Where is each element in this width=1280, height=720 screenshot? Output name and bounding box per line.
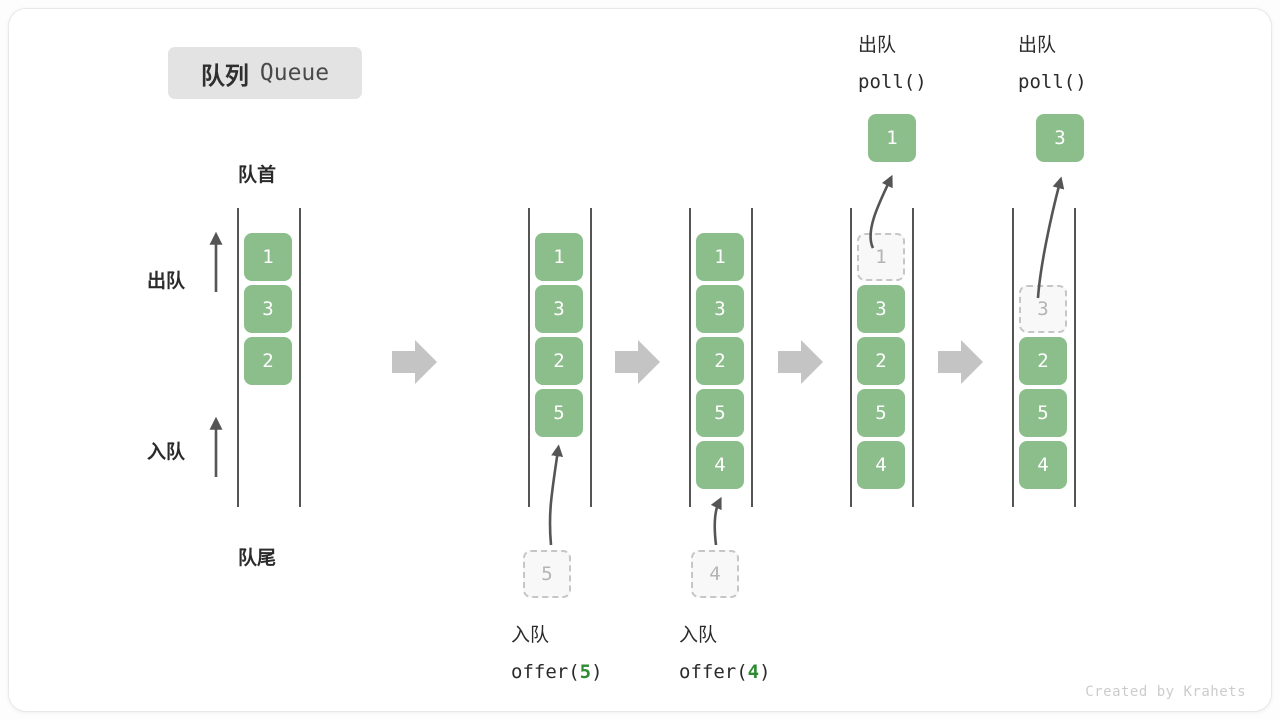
- queue-rail-left-c3: [689, 208, 691, 507]
- queue-rail-right-c2: [590, 208, 592, 507]
- queue-outgoing-ghost-c4: 1: [857, 233, 905, 281]
- op-c2-close: ): [591, 661, 603, 683]
- label-queue-head: 队首: [238, 165, 277, 186]
- queue-outgoing-ghost-c5: 3: [1019, 285, 1067, 333]
- queue-item-c2-1: 3: [535, 285, 583, 333]
- queue-rail-right-c3: [751, 208, 753, 507]
- queue-item-c4-0: 3: [857, 285, 905, 333]
- label-queue-tail: 队尾: [238, 548, 277, 569]
- queue-incoming-ghost-c2: 5: [523, 550, 571, 598]
- queue-popped-item-c4: 1: [868, 114, 916, 162]
- op-c3-arg: 4: [747, 661, 760, 683]
- queue-item-c2-0: 1: [535, 233, 583, 281]
- queue-incoming-ghost-c3: 4: [691, 550, 739, 598]
- queue-item-c4-1: 2: [857, 337, 905, 385]
- queue-item-c3-3: 5: [696, 389, 744, 437]
- queue-item-c5-2: 4: [1019, 441, 1067, 489]
- op-caption-c4: 出队 poll(): [858, 28, 927, 100]
- op-c3-close: ): [759, 661, 771, 683]
- op-caption-c5: 出队 poll(): [1018, 28, 1087, 100]
- queue-item-c5-0: 2: [1019, 337, 1067, 385]
- queue-item-c3-1: 3: [696, 285, 744, 333]
- op-caption-c3: 入队 offer(4): [679, 618, 771, 690]
- label-enqueue-direction: 入队: [147, 442, 186, 463]
- queue-item-c3-0: 1: [696, 233, 744, 281]
- queue-item-c2-2: 2: [535, 337, 583, 385]
- queue-rail-right-c4: [912, 208, 914, 507]
- title-chinese: 队列: [200, 62, 249, 90]
- op-caption-c5-cn: 出队: [1018, 35, 1057, 56]
- op-caption-c2-cn: 入队: [511, 625, 550, 646]
- diagram-card: [8, 8, 1272, 712]
- queue-item-c3-2: 2: [696, 337, 744, 385]
- op-caption-c2: 入队 offer(5): [511, 618, 603, 690]
- op-c3-fn: offer(: [679, 661, 748, 683]
- op-c2-arg: 5: [579, 661, 592, 683]
- title-english: Queue: [259, 60, 330, 86]
- op-caption-c4-code: poll(): [858, 71, 927, 93]
- queue-item-c4-3: 4: [857, 441, 905, 489]
- op-caption-c4-cn: 出队: [858, 35, 897, 56]
- queue-rail-left-c5: [1012, 208, 1014, 507]
- queue-popped-item-c5: 3: [1036, 114, 1084, 162]
- queue-rail-right-c5: [1074, 208, 1076, 507]
- credit-text: Created by Krahets: [1085, 684, 1246, 700]
- label-dequeue-direction: 出队: [147, 271, 186, 292]
- queue-item-c5-1: 5: [1019, 389, 1067, 437]
- queue-item-c4-2: 5: [857, 389, 905, 437]
- queue-rail-left-c4: [850, 208, 852, 507]
- op-caption-c2-code: offer(5): [511, 654, 603, 690]
- queue-item-c3-4: 4: [696, 441, 744, 489]
- op-caption-c5-code: poll(): [1018, 71, 1087, 93]
- queue-rail-left-c1: [237, 208, 239, 507]
- queue-item-c2-3: 5: [535, 389, 583, 437]
- queue-item-c1-1: 3: [244, 285, 292, 333]
- queue-rail-left-c2: [528, 208, 530, 507]
- op-c2-fn: offer(: [511, 661, 580, 683]
- diagram-title-badge: 队列 Queue: [168, 47, 362, 99]
- op-caption-c3-cn: 入队: [679, 625, 718, 646]
- queue-item-c1-0: 1: [244, 233, 292, 281]
- op-caption-c3-code: offer(4): [679, 654, 771, 690]
- queue-rail-right-c1: [299, 208, 301, 507]
- queue-item-c1-2: 2: [244, 337, 292, 385]
